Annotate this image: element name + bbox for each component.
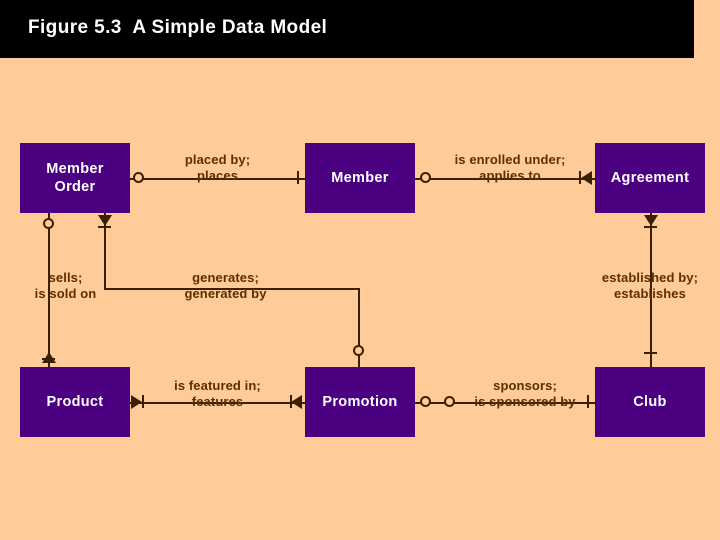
relationship-label-agreement-club: established by; establishes — [601, 270, 699, 301]
connector-member-order-promotion-v1 — [104, 213, 106, 288]
mandatory-tick-member-agreement — [579, 171, 581, 184]
entity-club[interactable]: Club — [595, 367, 705, 437]
optional-circle-promotion-club-right — [444, 396, 455, 407]
entity-product[interactable]: Product — [20, 367, 130, 437]
page-title: Figure 5.3 A Simple Data Model — [28, 17, 328, 38]
relationship-label-member-agreement: is enrolled under; applies to — [454, 152, 566, 183]
connector-member-order-promotion-v2 — [358, 288, 360, 367]
mandatory-tick-product-promotion — [142, 395, 144, 408]
optional-circle-promotion-club-left — [420, 396, 431, 407]
relationship-label-member-order-product: sells; is sold on — [34, 270, 97, 301]
relationship-label-member-order-promotion: generates; generated by — [184, 270, 267, 301]
mandatory-tick-agreement-club-top — [644, 226, 657, 228]
mandatory-tick-member-order-product — [42, 358, 55, 360]
mandatory-tick-member-order-member — [297, 171, 299, 184]
title-bar: Figure 5.3 A Simple Data Model — [0, 0, 694, 58]
connector-member-order-promotion-h — [104, 288, 358, 290]
entity-agreement[interactable]: Agreement — [595, 143, 705, 213]
mandatory-tick-agreement-club-bottom — [644, 352, 657, 354]
connector-member-order-member — [130, 178, 305, 180]
optional-circle-member-order-product — [43, 218, 54, 229]
optional-circle-member-order-promotion — [353, 345, 364, 356]
connector-member-order-product — [48, 213, 50, 367]
relationship-label-member-order-member: placed by; places — [184, 152, 251, 183]
optional-circle-member-agreement — [420, 172, 431, 183]
relationship-label-product-promotion: is featured in; features — [174, 378, 261, 409]
mandatory-tick-member-order-promotion — [98, 226, 111, 228]
entity-member[interactable]: Member — [305, 143, 415, 213]
optional-circle-member-order-member — [133, 172, 144, 183]
entity-promotion[interactable]: Promotion — [305, 367, 415, 437]
entity-label: Club — [633, 393, 667, 410]
entity-label: Promotion — [322, 393, 398, 410]
entity-label: Member Order — [46, 160, 104, 195]
entity-label: Member — [331, 169, 389, 186]
entity-member-order[interactable]: Member Order — [20, 143, 130, 213]
connector-product-promotion — [130, 402, 305, 404]
crowfoot-member-order-promotion — [98, 215, 112, 226]
crowfoot-product-promotion-right — [291, 395, 302, 409]
crowfoot-member-agreement — [581, 171, 592, 185]
crowfoot-agreement-club — [644, 215, 658, 226]
relationship-label-promotion-club: sponsors; is sponsored by — [474, 378, 576, 409]
crowfoot-member-order-product — [42, 352, 56, 363]
entity-label: Agreement — [610, 169, 690, 186]
connector-promotion-club — [415, 402, 595, 404]
connector-member-agreement — [415, 178, 595, 180]
entity-label: Product — [46, 393, 104, 410]
mandatory-tick-promotion-club — [587, 395, 589, 408]
mandatory-tick-promotion-product — [290, 395, 292, 408]
connector-agreement-club — [650, 213, 652, 367]
crowfoot-product-promotion-left — [131, 395, 142, 409]
